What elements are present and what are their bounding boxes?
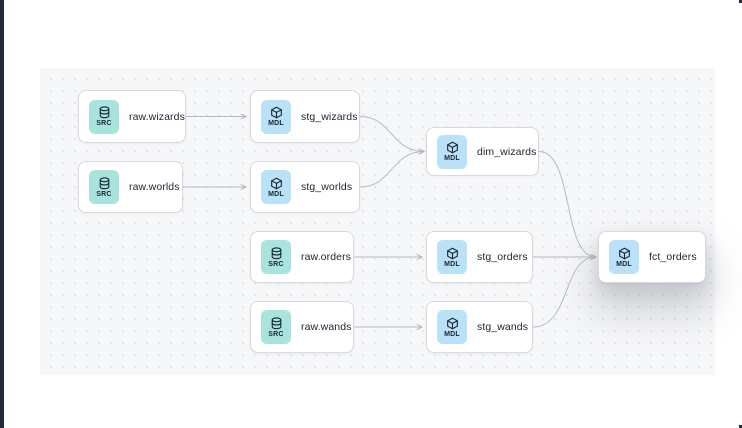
dag-node-stg-orders[interactable]: MDL stg_orders: [426, 231, 533, 283]
badge-label: MDL: [444, 330, 460, 338]
node-label: stg_worlds: [301, 181, 353, 193]
badge-label: MDL: [444, 155, 460, 162]
badge-label: MDL: [268, 120, 284, 127]
node-label: raw.worlds: [129, 181, 180, 193]
badge-label: MDL: [444, 260, 460, 268]
dag-node-stg-wizards[interactable]: MDL stg_wizards: [250, 90, 360, 143]
node-label: dim_wizards: [477, 145, 537, 158]
dag-node-raw-worlds[interactable]: SRC raw.worlds: [78, 161, 183, 213]
database-icon: [99, 176, 109, 189]
cube-icon: [446, 317, 458, 329]
cube-icon: [270, 106, 282, 119]
corner-artifact-top-right: [739, 0, 742, 3]
database-icon: [271, 246, 281, 259]
source-badge: SRC: [89, 99, 119, 134]
edge-stg-wizards-to-dim-wizards: [359, 116, 424, 152]
dag-node-stg-worlds[interactable]: MDL stg_worlds: [250, 161, 360, 213]
model-badge: MDL: [261, 170, 291, 204]
window-left-edge: [0, 0, 4, 428]
model-badge: MDL: [437, 310, 467, 344]
dag-node-dim-wizards[interactable]: MDL dim_wizards: [426, 127, 539, 176]
node-label: stg_wands: [477, 321, 529, 333]
model-badge: MDL: [437, 240, 467, 274]
badge-label: MDL: [268, 190, 284, 198]
dag-canvas[interactable]: SRC raw.wizards SRC raw.worlds SRC raw.o…: [40, 68, 715, 375]
model-badge: MDL: [609, 240, 639, 274]
cube-icon: [446, 141, 458, 154]
edge-dim-wizards-to-fct-orders: [538, 151, 596, 258]
dag-node-raw-wizards[interactable]: SRC raw.wizards: [78, 90, 186, 143]
source-badge: SRC: [89, 170, 119, 204]
badge-label: SRC: [96, 190, 112, 198]
node-label: raw.wizards: [129, 110, 185, 123]
cube-icon: [618, 247, 630, 259]
database-icon: [99, 106, 109, 119]
dag-node-raw-wands[interactable]: SRC raw.wands: [250, 301, 354, 353]
dag-node-stg-wands[interactable]: MDL stg_wands: [426, 301, 533, 353]
node-label: stg_wizards: [301, 110, 358, 123]
source-badge: SRC: [261, 310, 291, 344]
node-label: fct_orders: [649, 251, 697, 263]
model-badge: MDL: [261, 99, 291, 134]
cube-icon: [270, 177, 282, 189]
dag-node-fct-orders[interactable]: MDL fct_orders: [598, 231, 706, 283]
database-icon: [271, 316, 281, 329]
corner-artifact-bottom-right: [739, 425, 742, 428]
source-badge: SRC: [261, 240, 291, 274]
model-badge: MDL: [437, 134, 467, 169]
edge-stg-wands-to-fct-orders: [532, 257, 596, 328]
badge-label: MDL: [616, 260, 632, 268]
badge-label: SRC: [96, 120, 112, 127]
dag-node-raw-orders[interactable]: SRC raw.orders: [250, 231, 354, 283]
badge-label: SRC: [268, 260, 284, 268]
node-label: raw.orders: [301, 251, 352, 263]
node-label: raw.wands: [301, 321, 352, 333]
node-label: stg_orders: [477, 251, 528, 263]
edge-stg-worlds-to-dim-wizards: [359, 152, 424, 188]
badge-label: SRC: [268, 330, 284, 338]
cube-icon: [446, 247, 458, 259]
